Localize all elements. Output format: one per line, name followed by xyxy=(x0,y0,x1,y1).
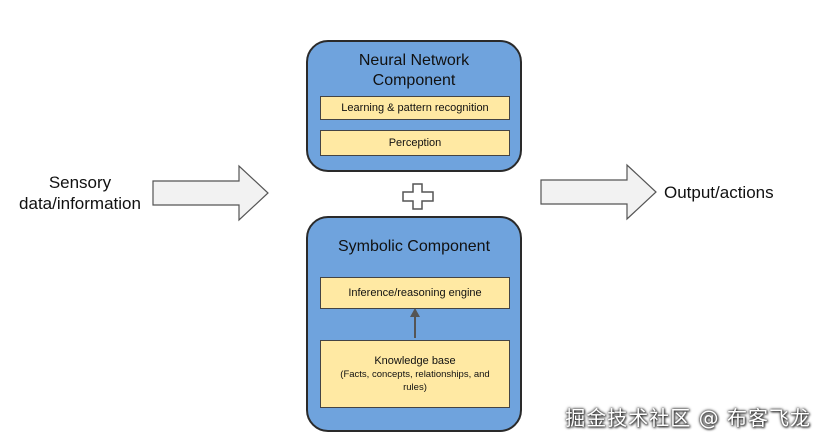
learning-pattern-box: Learning & pattern recognition xyxy=(320,96,510,120)
neural-title-line1: Neural Network xyxy=(358,52,470,69)
knowledge-base-sub-line1: (Facts, concepts, relationships, and xyxy=(340,369,490,380)
watermark: 掘金技术社区 @ 布客飞龙 xyxy=(565,406,811,430)
kb-to-engine-arrow xyxy=(410,308,420,338)
perception-box: Perception xyxy=(320,130,510,156)
neural-network-title: Neural Network Component xyxy=(308,51,520,91)
symbolic-component: Symbolic Component Inference/reasoning e… xyxy=(306,216,522,432)
output-actions-label: Output/actions xyxy=(664,183,774,202)
sensory-label-line1: Sensory xyxy=(48,173,112,192)
plus-icon xyxy=(402,183,434,210)
knowledge-base-sub-line2: rules) xyxy=(403,382,427,393)
inference-engine-box: Inference/reasoning engine xyxy=(320,277,510,309)
symbolic-title: Symbolic Component xyxy=(337,238,491,255)
neural-title-line2: Component xyxy=(372,72,456,89)
sensory-input-label: Sensory data/information xyxy=(10,172,150,214)
neural-network-component: Neural Network Component Learning & patt… xyxy=(306,40,522,172)
output-arrow xyxy=(540,163,657,221)
input-arrow xyxy=(152,164,269,222)
knowledge-base-box: Knowledge base (Facts, concepts, relatio… xyxy=(320,340,510,408)
knowledge-base-title: Knowledge base xyxy=(374,355,456,367)
sensory-label-line2: data/information xyxy=(19,194,141,213)
